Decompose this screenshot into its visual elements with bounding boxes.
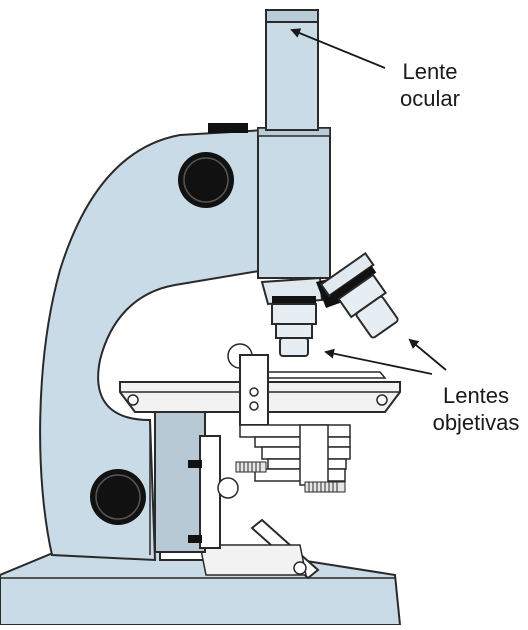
eyepiece-tube bbox=[265, 9, 319, 131]
microscope-arm bbox=[39, 128, 266, 562]
arm-top-tab bbox=[208, 123, 248, 133]
arrow-objective-main bbox=[324, 348, 433, 375]
body-tube bbox=[257, 127, 331, 279]
focus-knob-lower bbox=[90, 469, 146, 525]
focus-knob-upper bbox=[178, 152, 234, 208]
stage-clip bbox=[239, 354, 269, 426]
objectives-label: Lentes objetivas bbox=[424, 382, 528, 436]
substage-mechanism bbox=[154, 411, 351, 553]
arrow-eyepiece bbox=[290, 28, 386, 69]
arrow-objective-angled bbox=[408, 338, 447, 371]
objective-lens-angled bbox=[319, 251, 399, 339]
eyepiece-label-line1: Lente bbox=[402, 59, 458, 84]
objectives-label-line1: Lentes bbox=[442, 383, 510, 408]
objective-lens-main bbox=[271, 303, 317, 357]
eyepiece-label-line2: ocular bbox=[400, 86, 460, 111]
objectives-label-line2: objetivas bbox=[432, 410, 520, 435]
label-arrows bbox=[290, 28, 447, 375]
mirror bbox=[199, 518, 320, 580]
eyepiece-label: Lente ocular bbox=[384, 58, 476, 112]
